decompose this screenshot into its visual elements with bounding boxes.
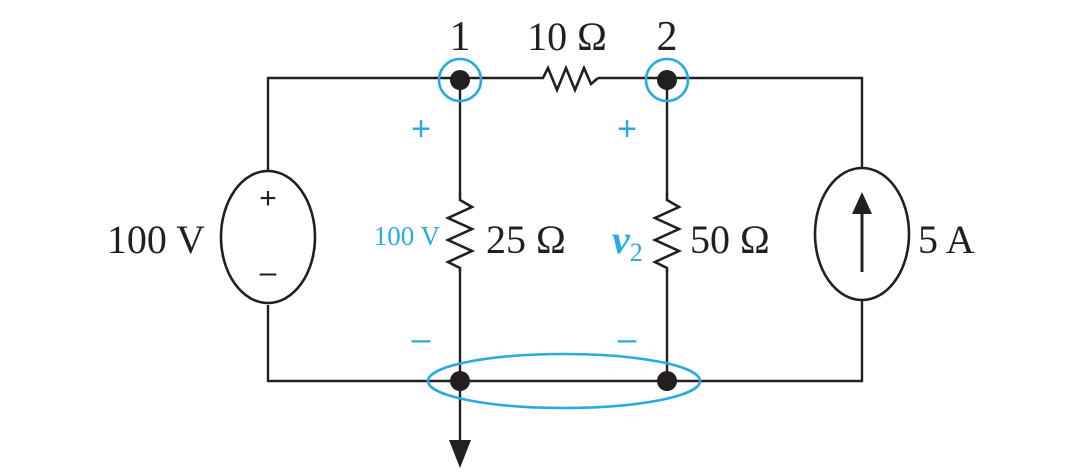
current-source [813, 166, 911, 302]
v2-subscript: 2 [630, 238, 643, 267]
node-1-highlight-ring [437, 57, 483, 103]
node-1-plus-sign: + [411, 110, 431, 148]
voltage-source-plus: + [259, 182, 277, 215]
voltage-source-label: 100 V [107, 217, 205, 262]
node-2-plus-sign: + [617, 110, 637, 148]
node-1-label: 1 [450, 14, 471, 60]
reference-node-highlight [426, 352, 702, 410]
series-resistor-label: 10 Ω [527, 14, 607, 59]
resistor-25-ohm [444, 192, 476, 272]
voltage-source: + – [219, 169, 317, 305]
node-1-voltage-annotation: 100 V [374, 221, 441, 251]
node-2-voltage-symbol: v2 [612, 217, 643, 267]
wire-top-left [266, 76, 536, 170]
voltage-source-minus: – [260, 256, 277, 289]
reference-node-dot-right [657, 371, 677, 391]
node-2-minus-sign: – [618, 320, 637, 358]
resistor-50-ohm [651, 192, 683, 272]
ground-arrow-icon [449, 440, 471, 468]
resistor-10-ohm [536, 64, 599, 94]
right-shunt-resistor-label: 50 Ω [690, 217, 770, 262]
current-source-arrow-icon [852, 192, 872, 214]
node-1-dot [450, 70, 470, 90]
node-2-dot [657, 70, 677, 90]
current-source-label: 5 A [918, 217, 975, 262]
wire-top-right [598, 76, 864, 168]
node-1-minus-sign: – [412, 320, 431, 358]
voltage-source-circle-icon [219, 169, 317, 305]
wire-bottom-left [266, 300, 864, 383]
wires [266, 76, 864, 446]
node-2-label: 2 [657, 14, 678, 60]
left-shunt-resistor-label: 25 Ω [486, 217, 566, 262]
v2-main: v [612, 217, 631, 262]
reference-node-dot-left [450, 371, 470, 391]
node-2-highlight-ring [644, 57, 690, 103]
